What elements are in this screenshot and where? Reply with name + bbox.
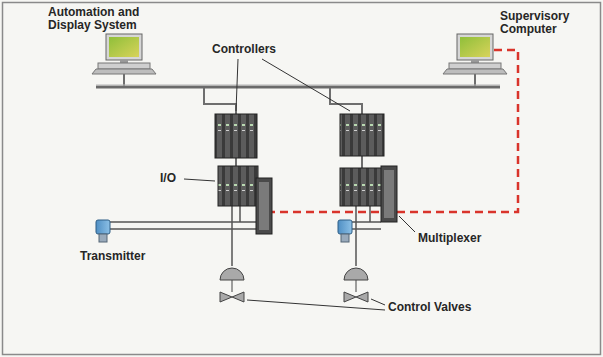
controller-rack (215, 114, 384, 158)
io-rack (340, 168, 384, 206)
controller-rack (340, 114, 384, 156)
computer-workstation (98, 63, 150, 69)
field-wiring (369, 206, 371, 222)
leader-line (399, 216, 415, 232)
computer-workstation (92, 69, 156, 74)
control-valve (220, 268, 368, 302)
leader-line (247, 300, 385, 310)
supervisory-computer (443, 34, 507, 74)
computer-workstation (106, 34, 142, 60)
leader-line (371, 299, 385, 305)
field-wiring (110, 228, 256, 230)
field-wiring (231, 206, 233, 266)
control-valve (232, 280, 233, 292)
controller-rack (215, 114, 257, 158)
controller-link-line (235, 158, 237, 166)
multiplexer-unit (259, 182, 269, 230)
control-valve (220, 292, 232, 302)
transmitter-icon (96, 220, 352, 242)
control-valve (232, 292, 244, 302)
transmitter-icon (99, 234, 107, 242)
part-label: Control Valves (388, 301, 471, 314)
control-valve (356, 292, 368, 302)
leader-line (236, 59, 238, 111)
field-wiring (110, 221, 256, 223)
field-wiring (355, 206, 357, 266)
part-label: Supervisory Computer (500, 10, 584, 36)
controller-link-line (204, 88, 236, 114)
computer-workstation (109, 37, 139, 57)
control-network-bus (96, 85, 500, 86)
control-network-bus (96, 86, 500, 89)
multiplexer-unit (256, 166, 397, 234)
supervisory-computer (457, 34, 493, 60)
io-rack (218, 166, 258, 206)
control-valve (344, 292, 356, 302)
supervisory-computer (460, 37, 490, 57)
transmitter-icon (341, 234, 349, 242)
multiplexer-unit (384, 170, 394, 218)
controller-link-line (330, 88, 362, 114)
part-label: Controllers (212, 43, 276, 56)
computer-workstation (92, 34, 156, 74)
multiplexer-unit (256, 178, 272, 234)
transmitter-icon (338, 220, 352, 234)
transmitter-icon (96, 220, 110, 234)
leader-line (184, 59, 415, 310)
part-label: Multiplexer (418, 232, 481, 245)
field-wiring (110, 206, 381, 266)
supervisory-computer (443, 69, 507, 74)
part-label: Automation and Display System (48, 6, 144, 32)
control-network-bus (96, 85, 500, 87)
controller-link-line (204, 88, 362, 168)
part-label: I/O (160, 172, 176, 185)
field-wiring (239, 206, 241, 222)
part-label: Transmitter (80, 250, 145, 263)
multiplexer-unit (381, 166, 397, 222)
control-valve (356, 280, 357, 292)
supervisory-computer (449, 63, 501, 69)
control-valve (344, 268, 368, 280)
leader-line (184, 179, 215, 181)
background-frame (3, 3, 601, 355)
io-rack (218, 166, 384, 206)
controller-link-line (361, 156, 363, 168)
leader-line (262, 59, 350, 111)
control-valve (220, 268, 244, 280)
